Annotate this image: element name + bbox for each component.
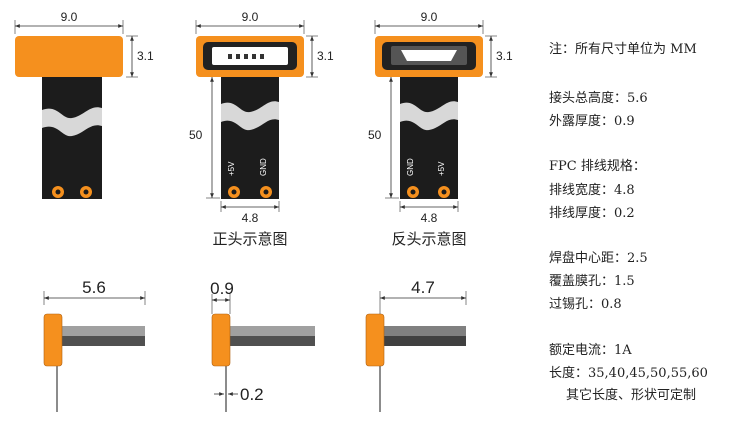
dim-height-label: 3.1: [137, 49, 154, 63]
spec-fpc-title: FPC 排线规格：: [549, 159, 646, 174]
dim-4-7-label: 4.7: [411, 278, 435, 297]
pin-label-gnd: GND: [259, 158, 268, 176]
cable-bottom: [380, 336, 466, 346]
fpc-tail: [221, 75, 279, 199]
spec-rated-current: 额定电流：1A: [549, 343, 632, 358]
top-view-plain: 9.0 3.1: [14, 10, 154, 199]
connector-side: [211, 313, 231, 367]
dim-thickness-label: 0.2: [240, 385, 264, 404]
spec-length: 长度：35,40,45,50,55,60: [549, 366, 708, 381]
fpc-stripe: [42, 107, 102, 137]
fpc-tail: [400, 75, 458, 199]
dim-fpc-width-label: 4.8: [242, 211, 259, 225]
connector-body: [15, 36, 123, 77]
connector-side: [365, 313, 385, 367]
cable-top: [57, 326, 145, 336]
spec-pad-pitch: 焊盘中心距：2.5: [549, 251, 648, 266]
connector-tongue: [401, 50, 457, 61]
pin-label-plus: +5V: [437, 161, 446, 176]
pin-label-gnd: GND: [406, 158, 415, 176]
spec-total-height: 接头总高度：5.6: [549, 91, 648, 106]
dim-length-label: 50: [368, 128, 382, 142]
dim-fpc-width-label: 4.8: [421, 211, 438, 225]
dim-height-label: 3.1: [496, 49, 513, 63]
spec-note: 注：所有尺寸单位为 MM: [549, 42, 697, 57]
spec-via-hole: 过锡孔：0.8: [549, 297, 622, 312]
side-view-2: 0.9 0.2: [210, 279, 315, 412]
connector-side: [43, 313, 63, 367]
dim-height-label: 3.1: [317, 49, 334, 63]
connector-pins: [228, 54, 264, 59]
spec-exposed-thickness: 外露厚度：0.9: [549, 114, 635, 129]
cable-bottom: [226, 336, 315, 346]
side-view-1: 5.6: [43, 278, 146, 412]
top-view-front: +5V GND 9.0 3.1 50 4: [189, 10, 334, 248]
top-view-back: GND +5V 9.0 3.1 50 4.8 反头示意图: [368, 10, 513, 248]
dim-width-label: 9.0: [421, 10, 438, 24]
caption-back: 反头示意图: [391, 230, 466, 248]
spec-fpc-width: 排线宽度：4.8: [549, 183, 635, 198]
cable-bottom: [57, 336, 145, 346]
spec-custom: 其它长度、形状可定制: [566, 388, 697, 403]
dim-width-label: 9.0: [242, 10, 259, 24]
dim-length-label: 50: [189, 128, 203, 142]
cable-top: [380, 326, 466, 336]
spec-coverlay-hole: 覆盖膜孔：1.5: [549, 274, 635, 289]
spec-fpc-thickness: 排线厚度：0.2: [549, 206, 635, 221]
dim-exposed-label: 0.9: [210, 279, 234, 298]
pin-label-plus: +5V: [227, 161, 236, 176]
cable-top: [226, 326, 315, 336]
side-view-3: 4.7: [365, 278, 467, 412]
caption-front: 正头示意图: [212, 230, 287, 248]
dim-width-label: 9.0: [61, 10, 78, 24]
fpc-stripe: [400, 101, 458, 131]
fpc-stripe: [221, 101, 279, 131]
fpc-tail: [42, 75, 102, 199]
dim-total-height-label: 5.6: [82, 278, 106, 297]
